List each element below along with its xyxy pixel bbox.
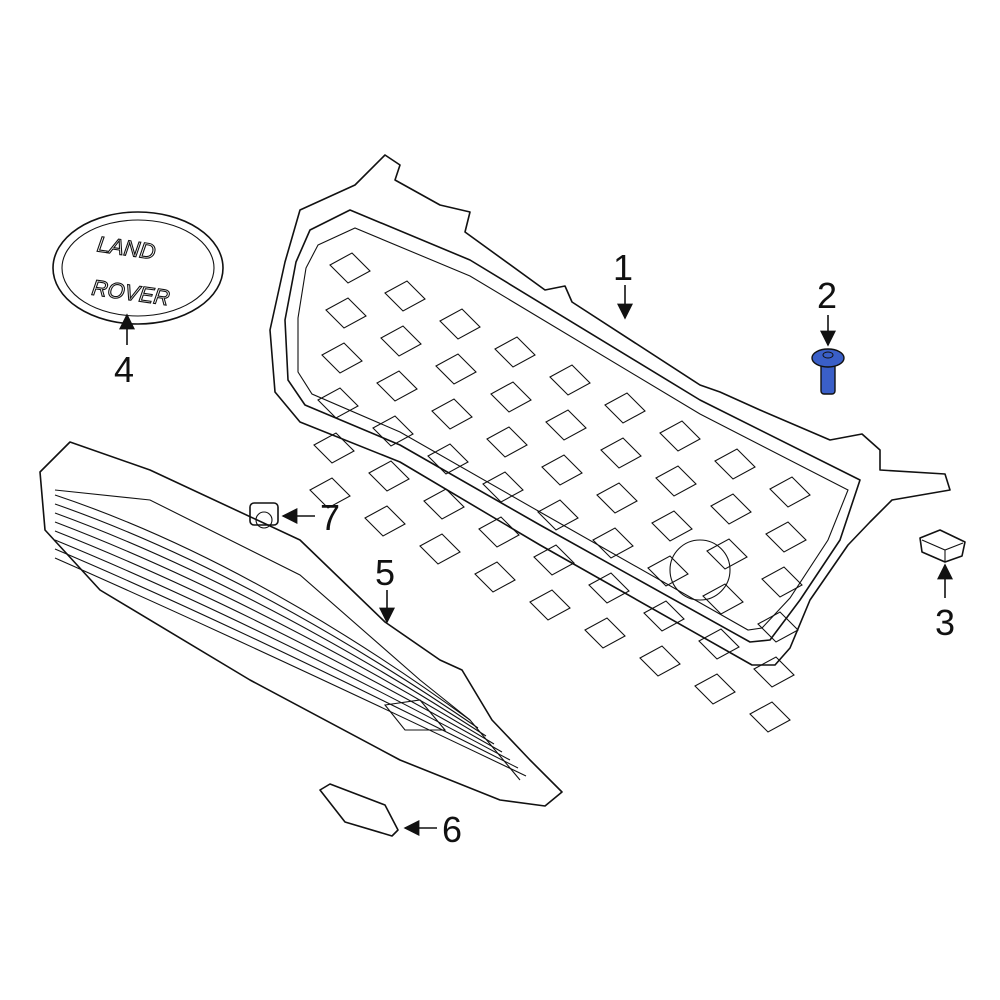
mesh-diamond — [494, 336, 536, 368]
mesh-diamond — [592, 527, 634, 559]
grille-slat — [54, 503, 479, 729]
parking-sensor[interactable] — [249, 502, 279, 529]
emblem-text-land: LAND — [96, 231, 158, 264]
mesh-diamond — [769, 476, 811, 508]
mesh-diamond — [694, 673, 736, 705]
mesh-diamond — [651, 510, 693, 542]
mesh-diamond — [431, 398, 473, 430]
mesh-diamond — [435, 353, 477, 385]
lower-grille[interactable] — [39, 441, 563, 807]
mesh-diamond — [490, 381, 532, 413]
grille-slat — [54, 539, 511, 761]
mesh-diamond — [368, 460, 410, 492]
mesh-diamond — [698, 628, 740, 660]
callout-4: 4 — [114, 349, 134, 390]
mesh-diamond — [376, 370, 418, 402]
grille-slat — [54, 512, 487, 737]
mesh-diamond — [714, 448, 756, 480]
grille-slat — [54, 530, 503, 753]
mesh-diamond — [584, 617, 626, 649]
mesh-diamond — [659, 420, 701, 452]
mesh-diamond — [486, 426, 528, 458]
grille-slat — [54, 548, 519, 769]
screw[interactable] — [811, 348, 845, 395]
mesh-diamond — [317, 387, 359, 419]
mesh-diamond — [702, 583, 744, 615]
clip[interactable] — [919, 529, 966, 563]
lower-grille-slats — [54, 494, 527, 777]
mesh-diamond — [482, 471, 524, 503]
mesh-diamond — [549, 364, 591, 396]
grille-mesh — [309, 252, 811, 733]
mesh-diamond — [749, 701, 791, 733]
tow-hook-cover[interactable] — [319, 783, 399, 837]
mesh-diamond — [423, 488, 465, 520]
mesh-diamond — [321, 342, 363, 374]
mesh-diamond — [364, 505, 406, 537]
mesh-diamond — [427, 443, 469, 475]
mesh-diamond — [655, 465, 697, 497]
mesh-diamond — [529, 589, 571, 621]
grille-slat — [54, 557, 527, 777]
upper-grille[interactable] — [269, 154, 951, 733]
mesh-diamond — [541, 454, 583, 486]
callout-6: 6 — [442, 809, 462, 850]
mesh-diamond — [761, 566, 803, 598]
mesh-diamond — [478, 516, 520, 548]
mesh-diamond — [706, 538, 748, 570]
callout-3: 3 — [935, 602, 955, 643]
mesh-diamond — [325, 297, 367, 329]
mesh-diamond — [474, 561, 516, 593]
callout-5: 5 — [375, 552, 395, 593]
grille-slat — [54, 521, 495, 745]
mesh-diamond — [533, 544, 575, 576]
mesh-diamond — [600, 437, 642, 469]
mesh-diamond — [537, 499, 579, 531]
mesh-diamond — [372, 415, 414, 447]
mesh-diamond — [313, 432, 355, 464]
mesh-diamond — [604, 392, 646, 424]
mesh-diamond — [710, 493, 752, 525]
mesh-diamond — [309, 477, 351, 509]
mesh-diamond — [545, 409, 587, 441]
mesh-diamond — [419, 533, 461, 565]
land-rover-emblem[interactable]: LAND ROVER — [52, 211, 224, 325]
mesh-diamond — [647, 555, 689, 587]
callout-1: 1 — [613, 247, 633, 288]
mesh-diamond — [439, 308, 481, 340]
emblem-text-rover: ROVER — [90, 275, 171, 311]
callout-7: 7 — [320, 497, 340, 538]
grille-slat — [54, 494, 471, 721]
mesh-diamond — [753, 656, 795, 688]
mesh-diamond — [588, 572, 630, 604]
callout-2: 2 — [817, 275, 837, 316]
mesh-diamond — [596, 482, 638, 514]
mesh-diamond — [643, 600, 685, 632]
mesh-diamond — [757, 611, 799, 643]
mesh-diamond — [380, 325, 422, 357]
mesh-diamond — [384, 280, 426, 312]
mesh-diamond — [765, 521, 807, 553]
mesh-diamond — [639, 645, 681, 677]
mesh-diamond — [329, 252, 371, 284]
